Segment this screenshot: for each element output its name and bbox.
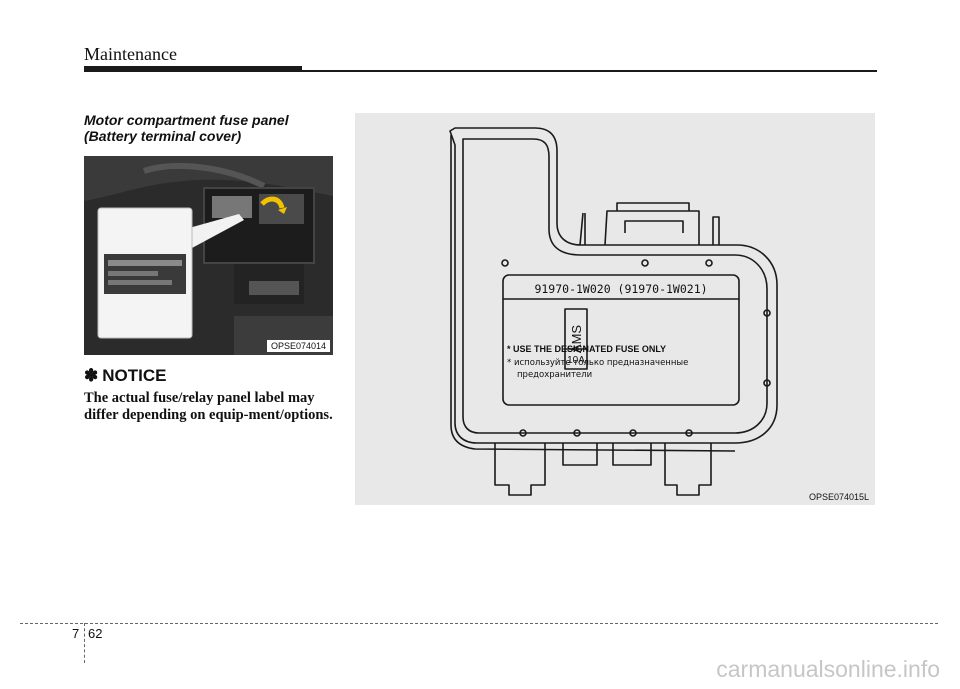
- figure-code: OPSE074015L: [808, 492, 869, 502]
- fuse-panel-cover-figure: 91970-1W020 (91970-1W021) AMS 10A * USE …: [355, 113, 875, 505]
- warning-russian-line2: предохранители: [517, 370, 592, 380]
- warning-russian-line1: * используйте только предназначенные: [507, 358, 688, 368]
- photo-code: OPSE074014: [266, 340, 330, 352]
- page-number: 62: [88, 626, 103, 641]
- site-watermark[interactable]: carmanualsonline.info: [716, 656, 940, 682]
- notice-text: The actual fuse/relay panel label may di…: [84, 390, 333, 423]
- footer-vertical-divider: [84, 623, 85, 663]
- section-title-line2: (Battery terminal cover): [84, 128, 242, 144]
- notice-heading: ✽NOTICE: [84, 366, 166, 386]
- footer-divider: [20, 623, 938, 624]
- header-rule-thin: [302, 70, 877, 72]
- notice-title: NOTICE: [102, 366, 167, 385]
- fuse-name-label: AMS: [569, 325, 584, 354]
- section-title-line1: Motor compartment fuse panel: [84, 112, 289, 128]
- chapter-number: 7: [72, 626, 80, 641]
- page-header-title: Maintenance: [84, 44, 177, 64]
- section-title: Motor compartment fuse panel (Battery te…: [84, 112, 344, 144]
- header-rule-thick: [84, 66, 302, 72]
- warning-english: * USE THE DESIGNATED FUSE ONLY: [507, 344, 666, 354]
- fuse-cover-diagram: 91970-1W020 (91970-1W021) AMS 10A * USE …: [449, 127, 778, 496]
- fuse-part-number-label: 91970-1W020 (91970-1W021): [534, 282, 707, 296]
- notice-mark: ✽: [84, 366, 99, 385]
- fuse-rating-label: 10A: [567, 355, 585, 366]
- battery-terminal-photo: OPSE074014: [84, 156, 333, 355]
- engine-bay-illustration: [84, 156, 333, 355]
